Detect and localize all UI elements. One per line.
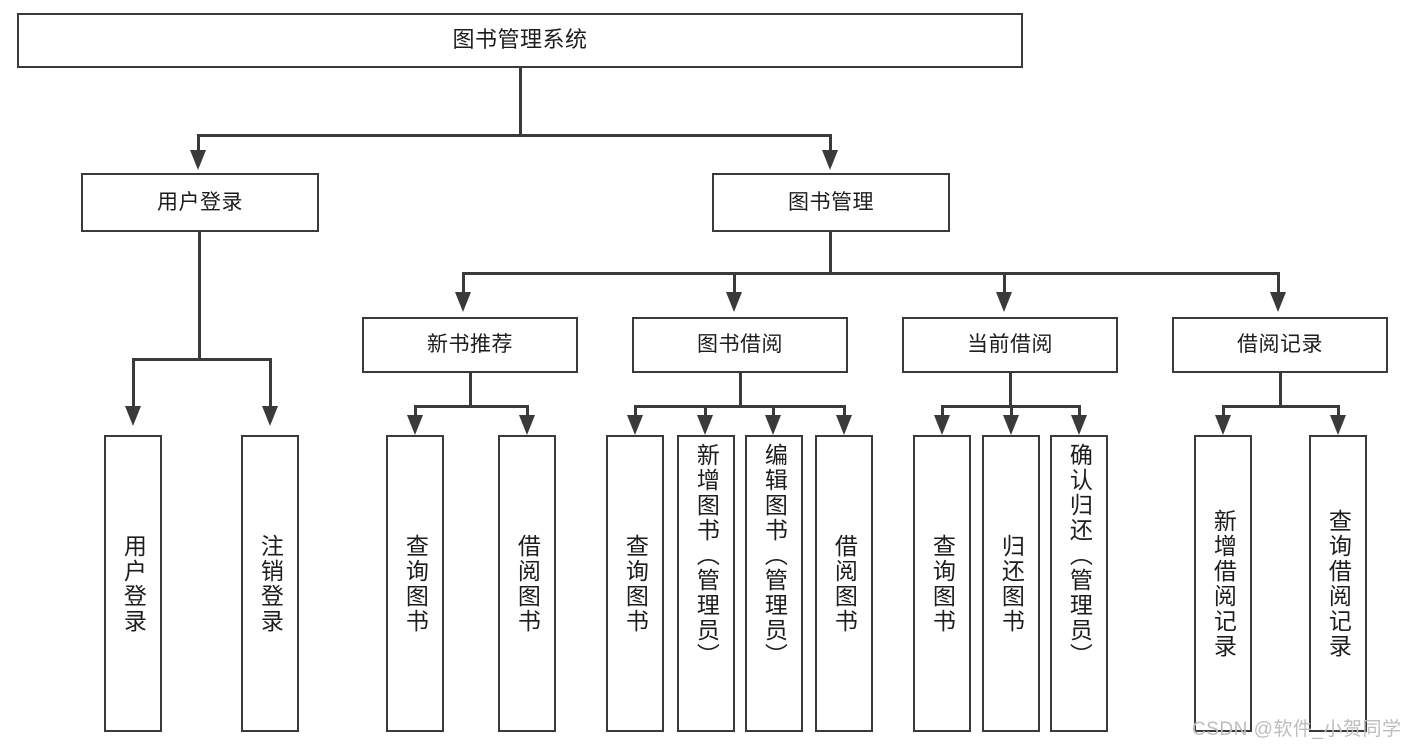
arrowhead-leaf-currentborrow-1 xyxy=(934,415,950,435)
connector-bookborrow-stem xyxy=(739,373,742,407)
connector-bookmanage-drop-2 xyxy=(733,272,736,294)
connector-root-bus xyxy=(197,134,831,137)
leaf-label: 查询图书 xyxy=(402,533,429,634)
node-book-manage[interactable]: 图书管理 xyxy=(712,173,950,232)
leaf-label: 注销登录 xyxy=(257,533,284,634)
connector-userlogin-bus xyxy=(132,358,271,361)
arrowhead-leaf-currentborrow-2 xyxy=(1003,415,1019,435)
leaf-label: 借阅图书 xyxy=(831,533,858,634)
arrowhead-leaf-user-login-2 xyxy=(262,406,278,426)
leaf-book-borrow-3[interactable]: 编辑图书（管理员） xyxy=(745,435,803,732)
arrowhead-leaf-borrowrecord-1 xyxy=(1215,415,1231,435)
node-label: 新书推荐 xyxy=(427,333,513,357)
connector-borrowrecord-stem xyxy=(1279,373,1282,407)
connector-root-stem xyxy=(519,68,522,135)
connector-currentborrow-drop-3 xyxy=(1078,405,1081,417)
node-borrow-record[interactable]: 借阅记录 xyxy=(1172,317,1388,373)
connector-borrowrecord-bus xyxy=(1222,405,1340,408)
connector-userlogin-stem xyxy=(198,232,201,359)
node-label: 用户登录 xyxy=(157,190,243,214)
node-book-borrow[interactable]: 图书借阅 xyxy=(632,317,848,373)
arrowhead-leaf-newbook-2 xyxy=(519,415,535,435)
arrowhead-leaf-borrowrecord-2 xyxy=(1330,415,1346,435)
arrowhead-current-borrow xyxy=(996,292,1012,312)
arrowhead-leaf-bookborrow-2 xyxy=(697,415,713,435)
leaf-label: 查询借阅记录 xyxy=(1325,508,1352,659)
connector-newbook-bus xyxy=(414,405,529,408)
connector-bookborrow-drop-3 xyxy=(772,405,775,417)
connector-bookborrow-drop-1 xyxy=(634,405,637,417)
leaf-new-book-rec-2[interactable]: 借阅图书 xyxy=(498,435,556,732)
leaf-label: 新增借阅记录 xyxy=(1210,508,1237,659)
leaf-label: 确认归还（管理员） xyxy=(1066,443,1093,668)
connector-bookmanage-drop-4 xyxy=(1277,272,1280,294)
leaf-label: 编辑图书（管理员） xyxy=(761,443,788,668)
node-label: 当前借阅 xyxy=(967,333,1053,357)
connector-newbook-drop-2 xyxy=(526,405,529,417)
node-label: 图书管理 xyxy=(788,190,874,214)
connector-root-drop-left xyxy=(197,134,200,152)
arrowhead-leaf-bookborrow-4 xyxy=(836,415,852,435)
csdn-watermark: CSDN @软件_小贺同学 xyxy=(1192,719,1402,740)
connector-currentborrow-stem xyxy=(1009,373,1012,407)
connector-currentborrow-drop-2 xyxy=(1010,405,1013,417)
node-label: 图书借阅 xyxy=(697,333,783,357)
leaf-borrow-record-2[interactable]: 查询借阅记录 xyxy=(1309,435,1367,732)
connector-bookborrow-bus xyxy=(634,405,846,408)
leaf-new-book-rec-1[interactable]: 查询图书 xyxy=(386,435,444,732)
leaf-book-borrow-1[interactable]: 查询图书 xyxy=(606,435,664,732)
arrowhead-leaf-user-login-1 xyxy=(125,406,141,426)
connector-newbook-stem xyxy=(469,373,472,407)
arrowhead-book-borrow xyxy=(726,292,742,312)
connector-root-drop-right xyxy=(829,134,832,152)
connector-bookmanage-drop-1 xyxy=(462,272,465,294)
node-current-borrow[interactable]: 当前借阅 xyxy=(902,317,1118,373)
leaf-borrow-record-1[interactable]: 新增借阅记录 xyxy=(1194,435,1252,732)
connector-bookborrow-drop-4 xyxy=(843,405,846,417)
connector-bookmanage-stem xyxy=(829,232,832,274)
arrowhead-leaf-bookborrow-1 xyxy=(627,415,643,435)
arrowhead-user-login xyxy=(190,150,206,170)
arrowhead-borrow-record xyxy=(1270,292,1286,312)
leaf-label: 查询图书 xyxy=(622,533,649,634)
leaf-current-borrow-2[interactable]: 归还图书 xyxy=(982,435,1040,732)
connector-userlogin-drop-1 xyxy=(132,358,135,408)
arrowhead-leaf-bookborrow-3 xyxy=(765,415,781,435)
leaf-label: 新增图书（管理员） xyxy=(693,443,720,668)
leaf-label: 用户登录 xyxy=(120,533,147,634)
connector-userlogin-drop-2 xyxy=(269,358,272,408)
node-user-login[interactable]: 用户登录 xyxy=(81,173,319,232)
connector-bookborrow-drop-2 xyxy=(704,405,707,417)
connector-borrowrecord-drop-1 xyxy=(1222,405,1225,417)
node-root-system[interactable]: 图书管理系统 xyxy=(17,13,1023,68)
leaf-current-borrow-3[interactable]: 确认归还（管理员） xyxy=(1050,435,1108,732)
connector-borrowrecord-drop-2 xyxy=(1337,405,1340,417)
arrowhead-leaf-newbook-1 xyxy=(407,415,423,435)
arrowhead-book-manage xyxy=(822,150,838,170)
leaf-book-borrow-2[interactable]: 新增图书（管理员） xyxy=(677,435,735,732)
node-label: 图书管理系统 xyxy=(452,27,588,53)
arrowhead-new-book-rec xyxy=(455,292,471,312)
node-new-book-recommend[interactable]: 新书推荐 xyxy=(362,317,578,373)
leaf-user-login-1[interactable]: 用户登录 xyxy=(104,435,162,732)
leaf-label: 归还图书 xyxy=(998,533,1025,634)
leaf-current-borrow-1[interactable]: 查询图书 xyxy=(913,435,971,732)
node-label: 借阅记录 xyxy=(1237,333,1323,357)
leaf-label: 借阅图书 xyxy=(514,533,541,634)
leaf-user-login-2[interactable]: 注销登录 xyxy=(241,435,299,732)
connector-bookmanage-drop-3 xyxy=(1003,272,1006,294)
arrowhead-leaf-currentborrow-3 xyxy=(1071,415,1087,435)
connector-bookmanage-bus xyxy=(462,272,1280,275)
connector-currentborrow-drop-1 xyxy=(941,405,944,417)
leaf-book-borrow-4[interactable]: 借阅图书 xyxy=(815,435,873,732)
leaf-label: 查询图书 xyxy=(929,533,956,634)
connector-newbook-drop-1 xyxy=(414,405,417,417)
